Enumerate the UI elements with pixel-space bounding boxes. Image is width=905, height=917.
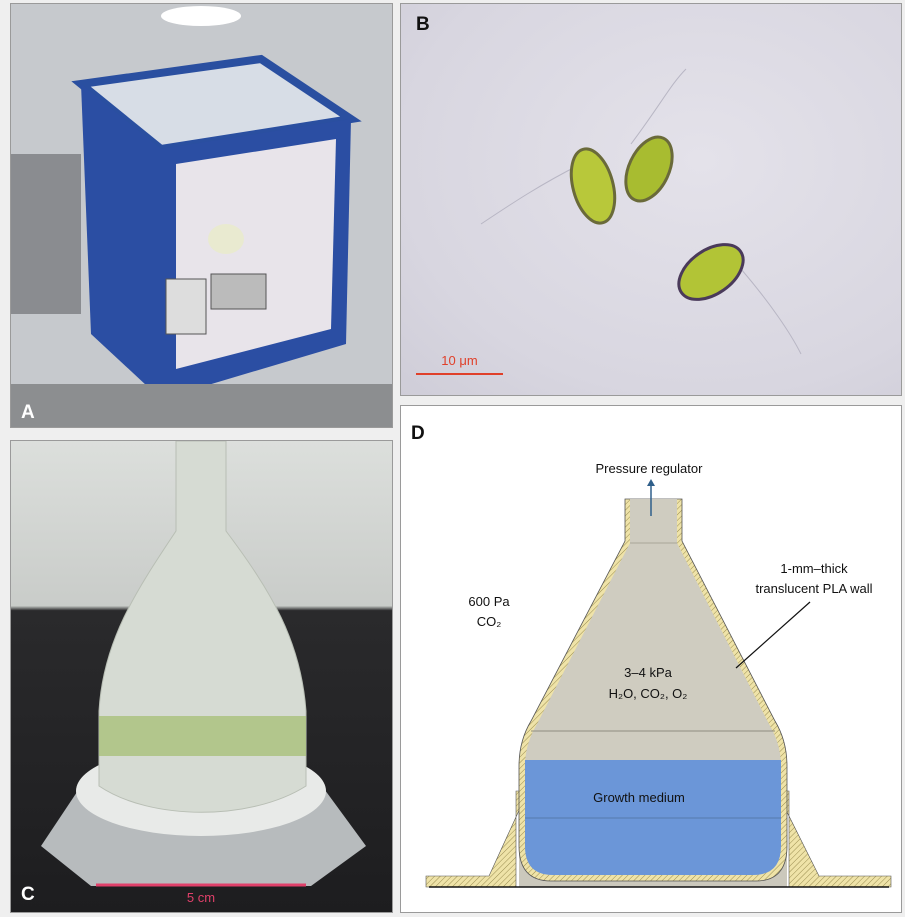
- panel-c-flask-photo: C 5 cm: [10, 440, 393, 913]
- inside-pressure-label: 3–4 kPa: [624, 665, 672, 680]
- inside-gases-label: H₂O, CO₂, O₂: [609, 686, 688, 701]
- panel-d-schematic: Pressure regulator 600 Pa CO₂ 1-mm–thick…: [400, 405, 902, 913]
- panel-label-c: C: [21, 884, 35, 905]
- cells-illustration: [416, 68, 802, 375]
- pressure-regulator-label: Pressure regulator: [596, 461, 704, 476]
- panel-b-micrograph: B 10 μm: [400, 3, 902, 396]
- panel-a-chamber-photo: A: [10, 3, 393, 428]
- panel-label-d: D: [411, 423, 425, 444]
- stand-right: [783, 790, 892, 888]
- flask-schematic: Pressure regulator 600 Pa CO₂ 1-mm–thick…: [425, 461, 892, 888]
- wall-label-line2: translucent PLA wall: [755, 581, 872, 596]
- stand-left: [425, 790, 522, 888]
- panel-label-b: B: [416, 14, 430, 35]
- growth-medium: [525, 760, 781, 875]
- scale-bar-label-c: 5 cm: [186, 890, 216, 905]
- panel-label-a: A: [21, 402, 35, 423]
- chamber-illustration: [11, 4, 392, 427]
- outside-gas-label: CO₂: [477, 614, 502, 629]
- flask-illustration: [41, 441, 366, 887]
- outside-pressure-label: 600 Pa: [468, 594, 510, 609]
- scale-bar-label-b: 10 μm: [441, 353, 478, 368]
- wall-label-line1: 1-mm–thick: [780, 561, 848, 576]
- growth-medium-label: Growth medium: [593, 790, 685, 805]
